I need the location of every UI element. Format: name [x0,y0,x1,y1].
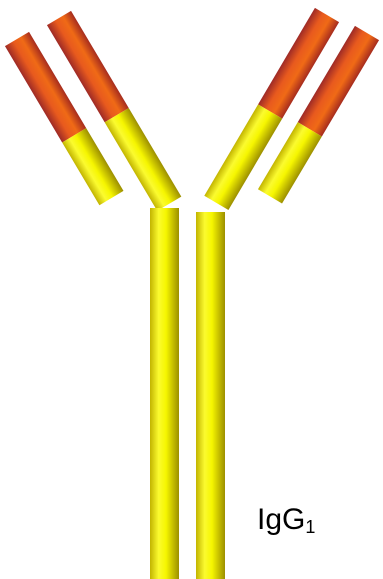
left-outer-light-chain-constant [62,128,123,205]
left-inner-heavy-chain-constant [105,108,182,211]
fc-left-heavy-chain [150,208,179,579]
antibody-label-subscript: 1 [305,517,315,537]
antibody-label: IgG1 [257,505,315,535]
antibody-label-name: IgG [257,503,305,536]
fc-right-heavy-chain [196,212,225,579]
